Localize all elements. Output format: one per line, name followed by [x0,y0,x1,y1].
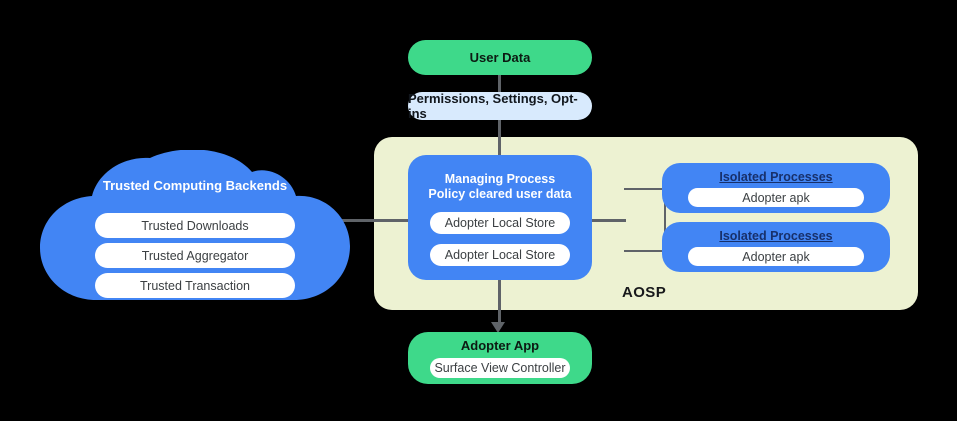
user-data-node[interactable]: User Data [408,40,592,75]
managing-process-title: Managing Process Policy cleared user dat… [408,172,592,202]
managing-process-title-line1: Managing Process [444,172,556,186]
cloud-title: Trusted Computing Backends [102,178,288,193]
managing-process-node[interactable]: Managing Process Policy cleared user dat… [408,155,592,280]
managing-process-title-line2: Policy cleared user data [428,187,572,201]
surface-view-controller-label: Surface View Controller [434,361,566,375]
connector-permissions-to-managing [498,120,501,156]
connector-managing-to-adopterapp [498,280,501,328]
adopter-local-store-1-label: Adopter Local Store [444,216,556,230]
trusted-downloads-node[interactable]: Trusted Downloads [95,213,295,238]
arrowhead-adopterapp-icon [491,322,505,333]
adopter-apk-1-label: Adopter apk [742,190,810,205]
trusted-aggregator-label: Trusted Aggregator [141,248,249,263]
adopter-apk-2[interactable]: Adopter apk [688,247,864,266]
connector-managing-to-bracket [590,219,626,222]
trusted-downloads-label: Trusted Downloads [141,218,249,233]
adopter-local-store-2-label: Adopter Local Store [444,248,556,262]
permissions-node[interactable]: Permissions, Settings, Opt-ins [408,91,592,121]
connector-cloud-to-managing [318,219,410,222]
trusted-transaction-label: Trusted Transaction [139,278,250,293]
adopter-app-node[interactable]: Adopter App Surface View Controller [408,332,592,384]
isolated-process-node-2[interactable]: Isolated Processes Adopter apk [662,222,890,272]
trusted-transaction-node[interactable]: Trusted Transaction [95,273,295,298]
adopter-local-store-1[interactable]: Adopter Local Store [430,212,570,234]
connector-bracket-isolated [624,188,666,252]
isolated-process-node-1[interactable]: Isolated Processes Adopter apk [662,163,890,213]
connector-userdata-to-permissions [498,75,501,93]
aosp-label: AOSP [622,284,667,301]
adopter-app-title: Adopter App [460,338,540,353]
trusted-aggregator-node[interactable]: Trusted Aggregator [95,243,295,268]
adopter-apk-1[interactable]: Adopter apk [688,188,864,207]
adopter-local-store-2[interactable]: Adopter Local Store [430,244,570,266]
user-data-label: User Data [469,50,531,65]
isolated-process-2-title: Isolated Processes [719,229,833,243]
isolated-process-1-title: Isolated Processes [719,170,833,184]
surface-view-controller-node[interactable]: Surface View Controller [430,358,570,378]
adopter-apk-2-label: Adopter apk [742,249,810,264]
permissions-label: Permissions, Settings, Opt-ins [408,91,578,121]
